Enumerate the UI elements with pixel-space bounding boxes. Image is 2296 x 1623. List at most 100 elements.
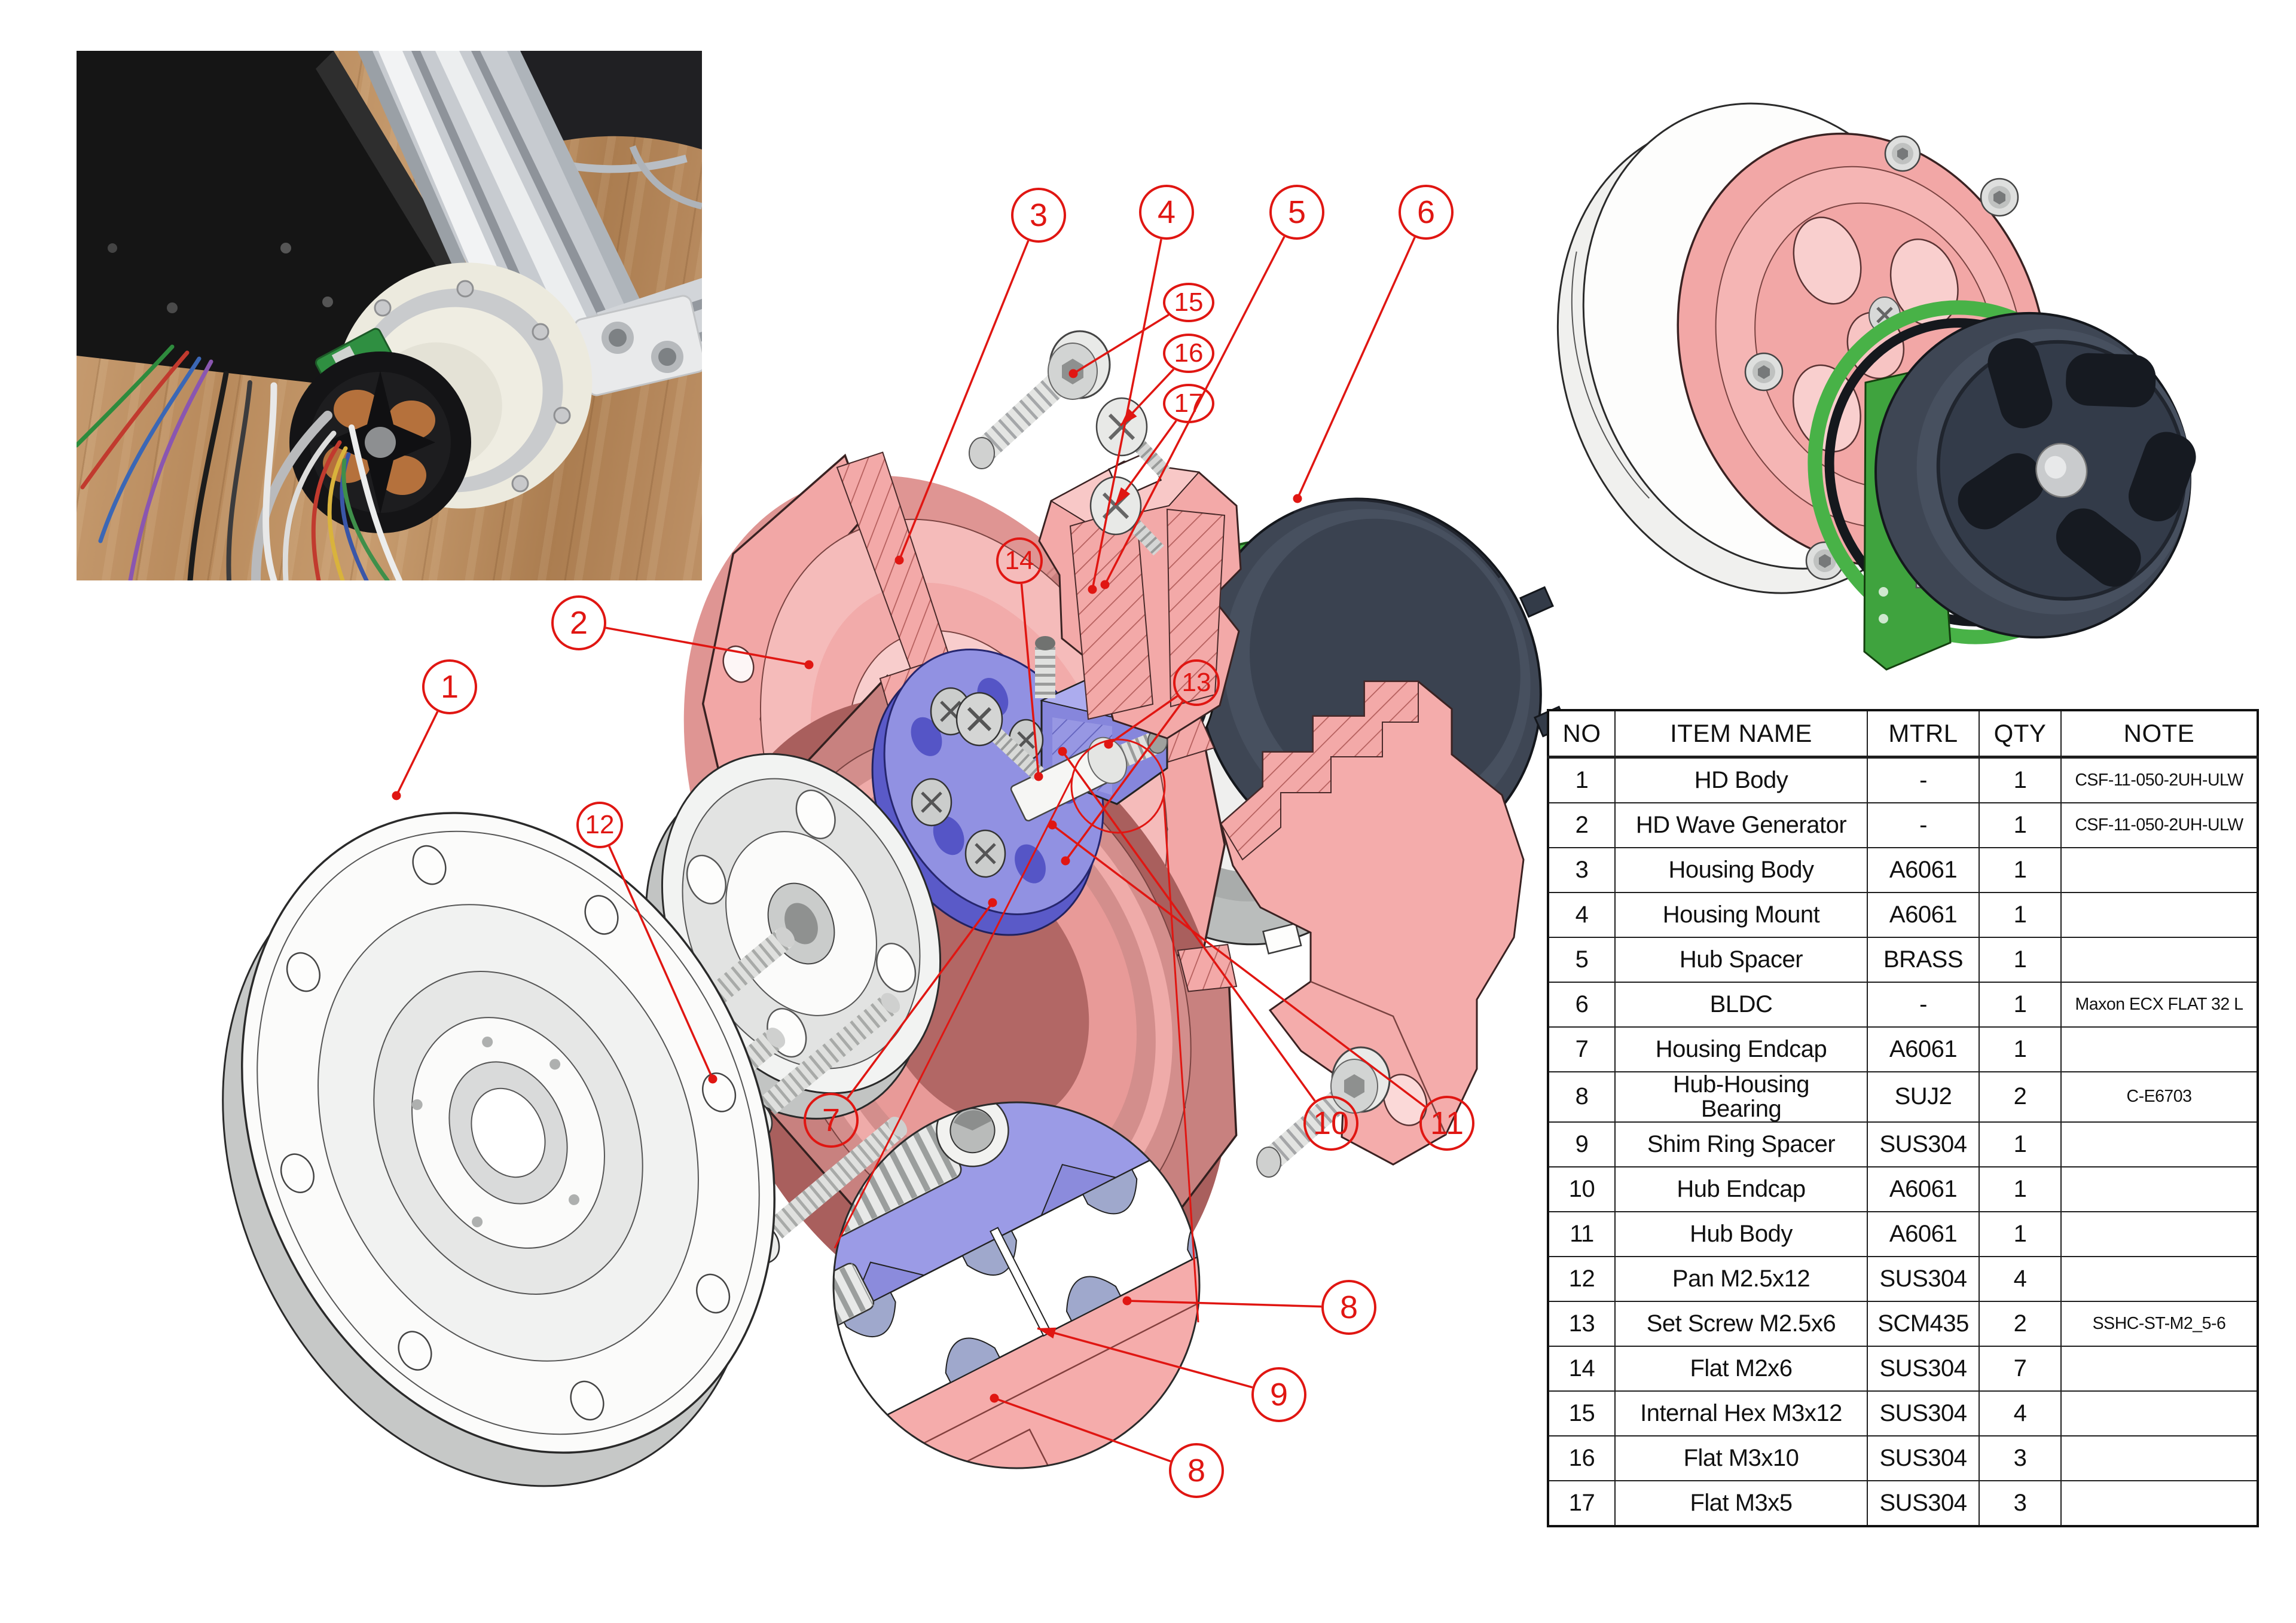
bom-cell-qty: 3: [1979, 1435, 2062, 1481]
bom-cell-qty: 2: [1979, 1300, 2062, 1347]
bom-cell-no: 2: [1547, 802, 1616, 848]
bom-cell-qty: 1: [1979, 1211, 2062, 1257]
magnifier-source-circle: [1070, 738, 1166, 834]
bom-cell-note: [2060, 1121, 2258, 1167]
leader-arrowhead: [1037, 1327, 1057, 1339]
leader-arrowhead: [1115, 487, 1131, 505]
bom-cell-mtrl: SUS304: [1867, 1480, 1980, 1527]
bom-cell-note: [2060, 1345, 2258, 1392]
leader-line: [1051, 824, 1426, 1108]
wire-bundle: [77, 344, 402, 580]
leader-line: [1064, 701, 1184, 862]
bom-cell-name: Hub-Housing Bearing: [1614, 1071, 1868, 1123]
bom-cell-note: [2060, 1480, 2258, 1527]
bom-cell-name: Flat M3x5: [1614, 1480, 1868, 1527]
bom-cell-mtrl: SUJ2: [1867, 1071, 1980, 1123]
photo-overlay-art: [77, 51, 702, 580]
bom-cell-qty: 2: [1979, 1071, 2062, 1123]
bom-cell-qty: 1: [1979, 802, 2062, 848]
bom-cell-note: [2060, 1026, 2258, 1072]
leader-line: [1107, 695, 1178, 745]
hex-bolt-icon: [602, 322, 683, 373]
bom-cell-no: 4: [1547, 892, 1616, 938]
leader-dot: [1061, 856, 1070, 866]
callout-16: 16: [1163, 334, 1214, 373]
bom-cell-name: Shim Ring Spacer: [1614, 1121, 1868, 1167]
bom-cell-mtrl: A6061: [1867, 1026, 1980, 1072]
leader-arrowhead: [1120, 408, 1137, 426]
bom-cell-mtrl: BRASS: [1867, 937, 1980, 983]
leader-dot: [1034, 772, 1043, 781]
bom-cell-no: 7: [1547, 1026, 1616, 1072]
bom-cell-mtrl: SUS304: [1867, 1435, 1980, 1481]
exploded-hub-body: [1220, 680, 1525, 1166]
callout-10: 10: [1303, 1096, 1358, 1151]
assembled-joint-photo: [77, 51, 702, 580]
bom-cell-name: Flat M2x6: [1614, 1345, 1868, 1392]
bom-cell-no: 12: [1547, 1255, 1616, 1302]
bom-header-cell: NO: [1547, 710, 1616, 759]
leader-line: [1037, 1327, 1253, 1389]
leader-line: [1126, 1300, 1322, 1308]
bom-cell-mtrl: SUS304: [1867, 1255, 1980, 1302]
flat-m2x6-screw: [955, 692, 1044, 780]
callout-2: 2: [551, 595, 606, 650]
bom-cell-name: BLDC: [1614, 982, 1868, 1028]
callout-4: 4: [1139, 185, 1194, 240]
bom-cell-mtrl: -: [1867, 802, 1980, 848]
bom-cell-note: [2060, 1255, 2258, 1302]
leader-dot: [1100, 580, 1110, 589]
bom-cell-mtrl: A6061: [1867, 1211, 1980, 1257]
exploded-hex-screw-top: [969, 330, 1111, 469]
bom-cell-name: Housing Mount: [1614, 892, 1868, 938]
bom-cell-no: 6: [1547, 982, 1616, 1028]
aluminum-beam-right: [573, 278, 702, 396]
callout-1: 1: [422, 659, 477, 714]
bom-cell-mtrl: A6061: [1867, 1166, 1980, 1212]
leader-line: [898, 240, 1030, 561]
leader-dot: [990, 1393, 999, 1403]
bom-cell-no: 1: [1547, 756, 1616, 803]
actuator-in-photo: [289, 262, 593, 533]
leader-dot: [1104, 739, 1113, 749]
detail-bubble: [832, 1101, 1201, 1469]
bom-cell-note: [2060, 937, 2258, 983]
bom-cell-mtrl: -: [1867, 982, 1980, 1028]
callout-6: 6: [1399, 185, 1454, 240]
bom-cell-mtrl: A6061: [1867, 847, 1980, 893]
leader-dot: [392, 791, 401, 800]
bom-cell-qty: 4: [1979, 1390, 2062, 1436]
bom-cell-mtrl: SUS304: [1867, 1121, 1980, 1167]
bom-cell-qty: 1: [1979, 982, 2062, 1028]
bom-cell-qty: 1: [1979, 1166, 2062, 1212]
callout-13: 13: [1173, 659, 1220, 706]
bom-cell-qty: 1: [1979, 1026, 2062, 1072]
bom-cell-mtrl: A6061: [1867, 892, 1980, 938]
leader-line: [608, 845, 714, 1080]
leader-dot: [1088, 585, 1097, 594]
bom-cell-name: Set Screw M2.5x6: [1614, 1300, 1868, 1347]
bom-header-cell: ITEM NAME: [1614, 710, 1868, 759]
leader-dot: [1068, 369, 1078, 378]
callout-14: 14: [996, 537, 1043, 584]
assembled-view: [1556, 102, 2196, 671]
bom-cell-no: 8: [1547, 1071, 1616, 1123]
magnifier-link-line: [833, 776, 1074, 1249]
bom-cell-no: 15: [1547, 1390, 1616, 1436]
callout-8: 8: [1169, 1443, 1224, 1498]
exploded-hd-body: [222, 812, 775, 1487]
bom-cell-name: Hub Spacer: [1614, 937, 1868, 983]
bom-cell-qty: 1: [1979, 847, 2062, 893]
